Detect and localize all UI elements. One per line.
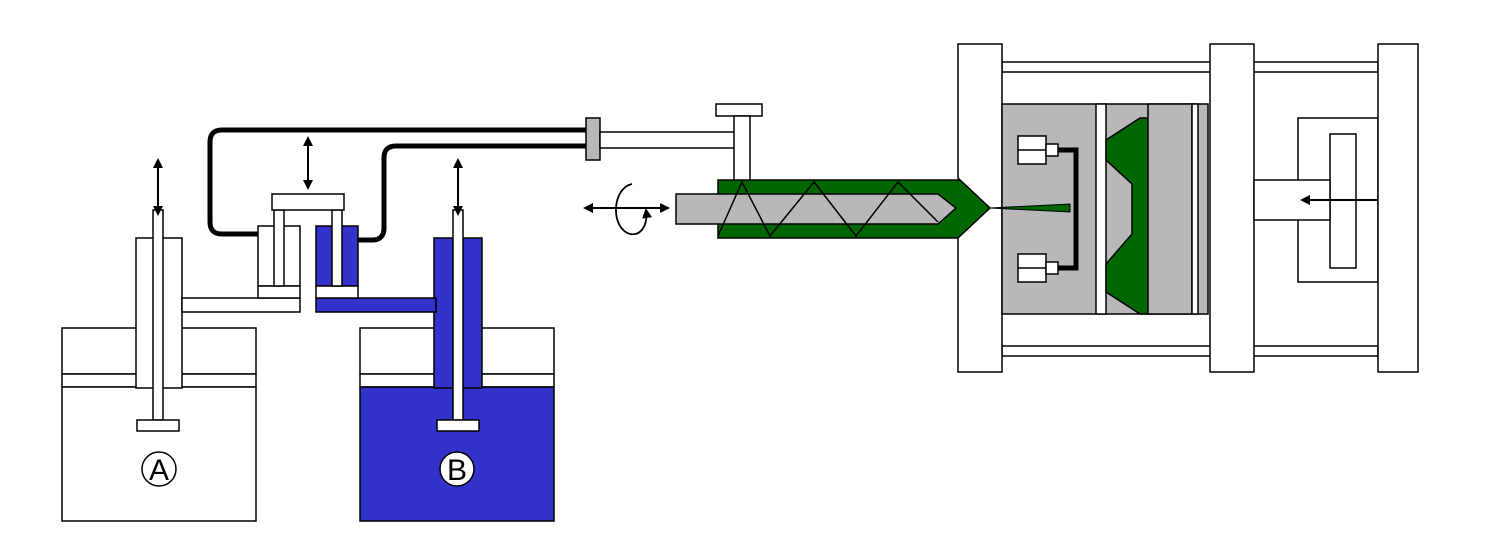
- mix-rod-a: [273, 209, 285, 287]
- tank-a-piston-head: [136, 419, 180, 432]
- tank-a-piston-rod: [152, 209, 164, 421]
- screw-flights: [717, 180, 939, 238]
- moving-platen: [1209, 43, 1255, 373]
- tank-b-piston-head: [436, 419, 480, 432]
- tie-bar-bottom: [1001, 345, 1379, 357]
- feed-valve-cap: [715, 103, 763, 117]
- mix-bridge: [271, 193, 345, 211]
- screw: [675, 193, 958, 225]
- ejector-pin-bottom: [1045, 261, 1059, 275]
- tank-a-label-circle: [141, 451, 177, 487]
- molded-part: [1105, 117, 1149, 315]
- mix-cylinder-b-base: [315, 285, 359, 299]
- tank-b-label: B: [447, 454, 467, 487]
- tank-b-piston-rod: [452, 209, 464, 421]
- feed-valve-stem: [733, 115, 751, 183]
- hose-inner: [358, 143, 590, 243]
- mold-parting-strip: [1095, 103, 1107, 315]
- tank-b: B: [359, 158, 555, 522]
- injection-unit: [583, 103, 992, 239]
- mix-rod-b: [331, 209, 343, 287]
- tank-a: A: [61, 158, 257, 522]
- hose-outer: [207, 127, 590, 237]
- fixed-platen: [957, 43, 1003, 373]
- mixing-head: [257, 136, 359, 299]
- rotation-arrow-icon: [615, 183, 653, 236]
- pipe-b: [315, 297, 437, 313]
- cavity-plate-strip: [1191, 103, 1199, 315]
- cavity-plate: [1147, 103, 1193, 315]
- pipe-a: [181, 297, 301, 313]
- tie-bar-top: [1001, 61, 1379, 73]
- rear-platen: [1377, 43, 1419, 373]
- feed-arm: [599, 131, 739, 149]
- tank-a-label: A: [149, 454, 169, 487]
- clamp-unit: [957, 43, 1419, 373]
- ejector-bar: [1058, 147, 1079, 271]
- ejector-pin-top: [1045, 143, 1059, 157]
- tank-b-label-circle: [439, 451, 475, 487]
- runner-channel: [989, 203, 1071, 213]
- hose-connector: [585, 117, 601, 161]
- mix-cylinder-a-base: [257, 285, 301, 299]
